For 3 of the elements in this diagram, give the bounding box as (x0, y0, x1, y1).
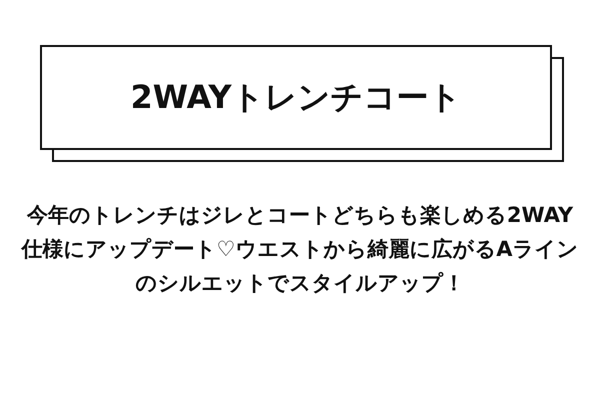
title-box (40, 45, 552, 150)
description-text: 今年のトレンチはジレとコートどちらも楽しめる2WAY仕様にアップデート♡ウエストから綺麗に広がるAラインのシルエットでスタイルアップ！ (20, 202, 580, 297)
title-text: 2WAYトレンチコート (130, 76, 462, 118)
